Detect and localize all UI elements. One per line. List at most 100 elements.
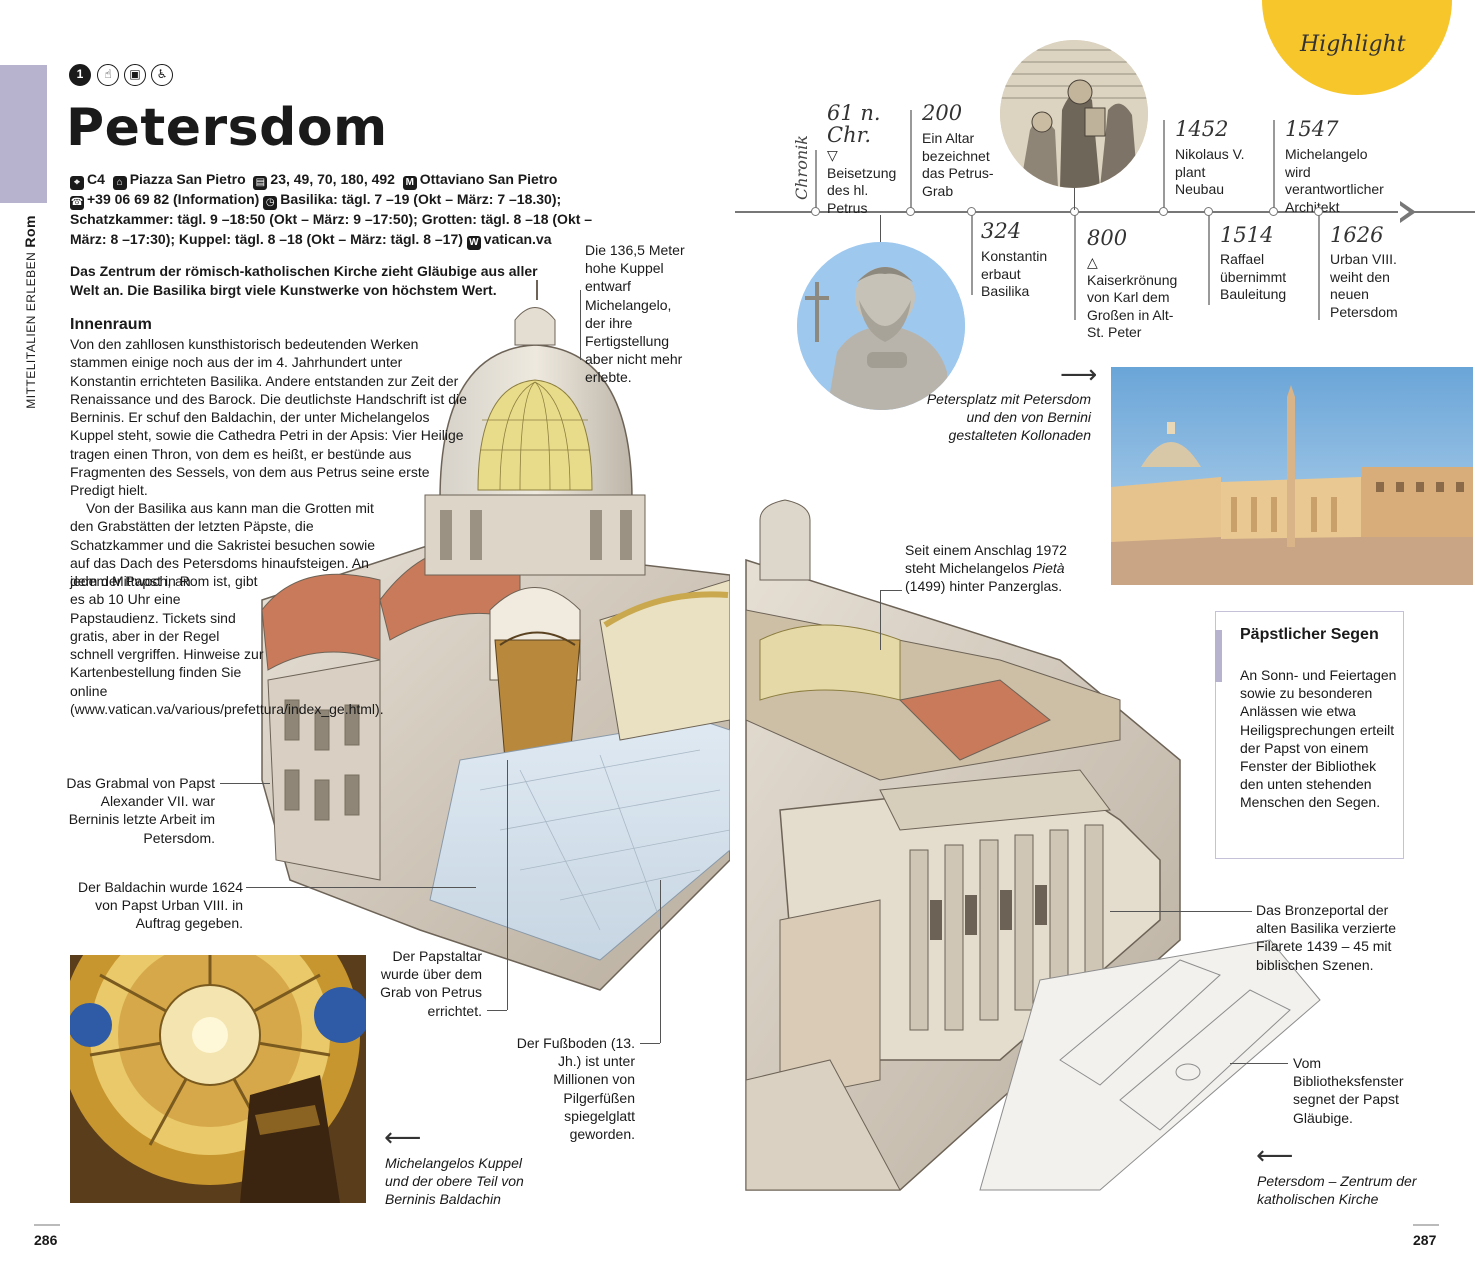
wheelchair-icon: ♿ [151, 64, 173, 86]
caption-pieta: Seit einem Anschlag 1972 steht Michelang… [905, 541, 1085, 596]
dome-interior-photo [70, 955, 366, 1203]
caption-kuppel: Die 136,5 Meter hohe Kuppel entwarf Mich… [585, 242, 685, 386]
timeline-text: Michelangelo wird verantwortlicher Archi… [1285, 146, 1384, 215]
section-tab [0, 65, 47, 203]
dome-section [261, 280, 731, 991]
caption-dome-photo: Michelangelos Kuppel und der obere Teil … [385, 1155, 524, 1208]
arrow-left-icon: ⟵ [384, 1123, 422, 1153]
statue-art [797, 242, 965, 410]
address: Piazza San Pietro [129, 171, 246, 187]
leader-line [880, 590, 881, 650]
petersplatz-photo [1111, 367, 1473, 585]
timeline-dot [1159, 207, 1168, 216]
body-paragraph-2: Von der Basilika aus kann man die Grotte… [70, 500, 376, 590]
leader-line [580, 290, 581, 360]
phone-icon: ☎ [70, 196, 84, 210]
timeline-dot [906, 207, 915, 216]
timeline-text: Ein Altar bezeichnet das Petrus-Grab [922, 130, 994, 199]
leader-line [246, 887, 476, 888]
gift-icon: ▣ [124, 64, 146, 86]
info-block: ⌖C4 ⌂Piazza San Pietro ▤23, 49, 70, 180,… [70, 170, 600, 250]
hours-2: Schatzkammer: tägl. 9 –18:50 (Okt – März… [70, 211, 593, 227]
leader-line [880, 590, 902, 591]
page-rule [34, 1224, 60, 1226]
timeline-arrow-inner [1398, 204, 1409, 220]
leader-line [507, 760, 508, 1010]
timeline-tick [1074, 215, 1076, 320]
arrow-left-icon: ⟵ [1256, 1141, 1294, 1171]
timeline-tick [971, 215, 973, 295]
map-pin-icon: ⌖ [70, 176, 84, 190]
timeline-year: 800 [1087, 226, 1128, 250]
web-icon: W [466, 235, 481, 250]
clock-icon: ◷ [263, 196, 278, 210]
timeline-tick [1163, 120, 1165, 210]
page-rule [1413, 1224, 1439, 1226]
body-paragraph-1: Von den zahllosen kunsthistorisch bedeut… [70, 336, 467, 499]
highlight-label: Highlight [1300, 32, 1406, 57]
timeline-year: 324 [981, 219, 1022, 243]
timeline-tick [1273, 120, 1275, 210]
timeline-tick [1208, 215, 1210, 305]
engraving-image [1000, 40, 1148, 188]
address-icon: ⌂ [112, 176, 127, 190]
leader-line [660, 880, 661, 1043]
timeline-year: 200 [922, 101, 963, 125]
page-number-right: 287 [1413, 1232, 1437, 1248]
page-title: Petersdom [66, 98, 388, 158]
timeline-year: 1547 [1285, 117, 1339, 141]
timeline-text: Konstantin erbaut Basilika [981, 248, 1048, 299]
website[interactable]: vatican.va [483, 230, 552, 247]
timeline-year: 1626 [1330, 223, 1384, 247]
petersplatz-art [1111, 367, 1473, 585]
bus-icon: ▤ [253, 176, 268, 190]
page-gutter [730, 0, 744, 1280]
leader-line [880, 215, 881, 242]
timeline-tick [815, 150, 817, 210]
lead-paragraph: Das Zentrum der römisch-katholischen Kir… [70, 263, 538, 298]
sidebar-text: An Sonn- und Feiertagen sowie zu besonde… [1240, 667, 1397, 811]
timeline-text: Nikolaus V. plant Neubau [1175, 146, 1245, 197]
timeline-dot [811, 207, 820, 216]
metro-icon: M [402, 176, 417, 190]
caption-zentrum: Petersdom – Zentrum der katholischen Kir… [1257, 1173, 1417, 1208]
bus-lines: 23, 49, 70, 180, 492 [270, 171, 395, 187]
timeline-dot [1204, 207, 1213, 216]
timeline-axis-dashed [735, 211, 815, 213]
caption-fussboden: Der Fußboden (13. Jh.) ist unter Million… [516, 1035, 635, 1143]
engraving-art [1000, 40, 1148, 188]
phone: +39 06 69 82 (Information) [87, 191, 260, 207]
hand-icon: ☝ [97, 64, 119, 86]
timeline-text: ▽ Beisetzung des hl. Petrus [827, 147, 897, 216]
page-number-left: 286 [34, 1232, 58, 1248]
timeline-dot [967, 207, 976, 216]
leader-line [487, 1010, 507, 1011]
caption-grabmal: Das Grabmal von Papst Alexander VII. war… [66, 775, 215, 846]
metro-stop: Ottaviano San Pietro [419, 171, 558, 187]
timeline-tick [1318, 215, 1320, 320]
timeline-dot [1314, 207, 1323, 216]
timeline-text: Urban VIII. weiht den neuen Petersdom [1330, 251, 1398, 320]
sidebar-accent-bar [1215, 630, 1222, 682]
hours-3: März: 8 –17:30); Kuppel: tägl. 8 –18 (Ok… [70, 230, 463, 247]
st-peter-statue-image [797, 242, 965, 410]
caption-baldachin: Der Baldachin wurde 1624 von Papst Urban… [78, 879, 243, 932]
caption-pieta-text: Seit einem Anschlag 1972 steht Michelang… [905, 542, 1067, 577]
sidebar-title: Päpstlicher Segen [1240, 626, 1379, 643]
caption-bibliothek: Vom Bibliotheksfenster segnet der Papst … [1293, 1055, 1404, 1126]
arrow-right-icon: ⟶ [1060, 360, 1098, 390]
timeline-text: △ Kaiserkrönung von Karl dem Großen in A… [1087, 254, 1178, 340]
leader-line [1110, 911, 1252, 912]
leader-line [220, 783, 270, 784]
dome-interior-art [70, 955, 366, 1203]
timeline-tick [910, 110, 912, 210]
sight-number-badge: 1 [69, 64, 91, 86]
leader-line [640, 1043, 660, 1044]
caption-bronzeportal: Das Bronzeportal der alten Basilika verz… [1256, 902, 1397, 973]
timeline-axis [735, 211, 1475, 213]
leader-line [1074, 188, 1075, 210]
grid-ref: C4 [87, 171, 105, 187]
caption-petersplatz: Petersplatz mit Petersdom und den von Be… [926, 391, 1091, 444]
leader-line [1230, 1063, 1288, 1064]
